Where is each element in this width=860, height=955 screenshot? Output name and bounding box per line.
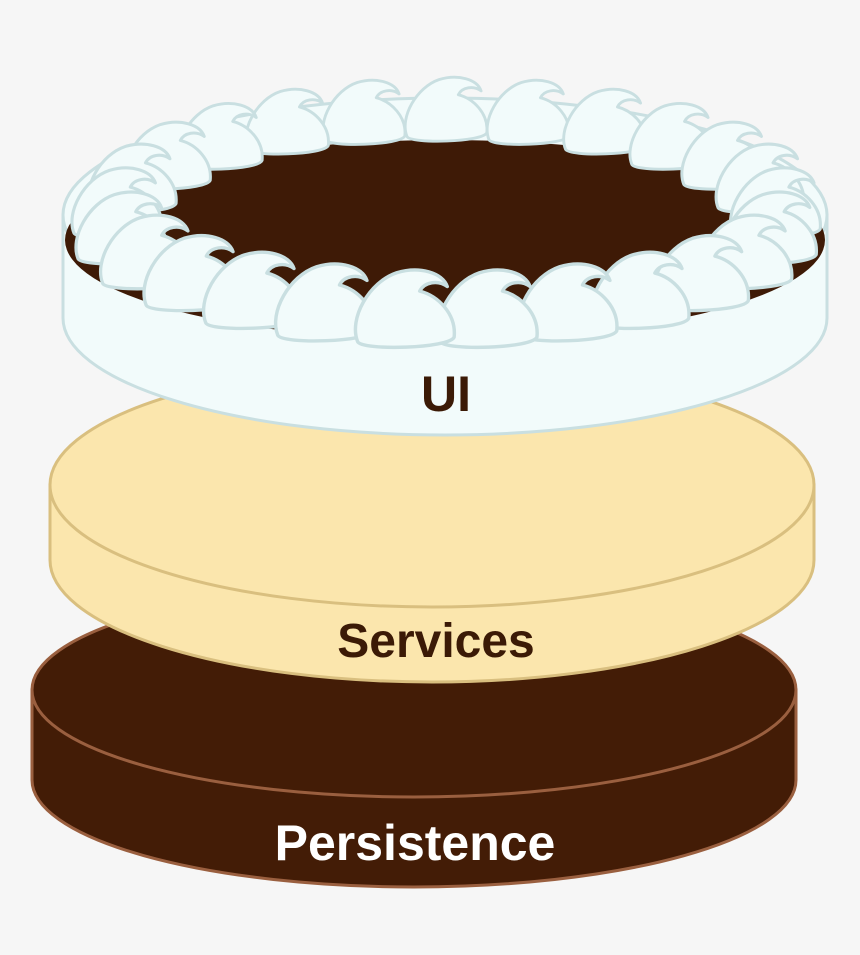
whipped-cream-dollop-icon bbox=[321, 78, 407, 146]
whipped-cream-dollops bbox=[70, 75, 822, 350]
ui-label: UI bbox=[421, 366, 471, 422]
whipped-cream-dollop-icon bbox=[436, 268, 539, 350]
ui-layer: UI bbox=[61, 75, 829, 437]
whipped-cream-dollop-icon bbox=[403, 75, 489, 143]
services-label: Services bbox=[337, 615, 535, 668]
whipped-cream-dollop-icon bbox=[244, 87, 330, 156]
whipped-cream-dollop-icon bbox=[589, 250, 691, 331]
whipped-cream-dollop-icon bbox=[485, 78, 571, 146]
whipped-cream-dollop-icon bbox=[353, 268, 456, 350]
persistence-label: Persistence bbox=[275, 815, 556, 871]
whipped-cream-dollop-icon bbox=[516, 262, 619, 343]
services-layer: Services bbox=[48, 361, 816, 684]
